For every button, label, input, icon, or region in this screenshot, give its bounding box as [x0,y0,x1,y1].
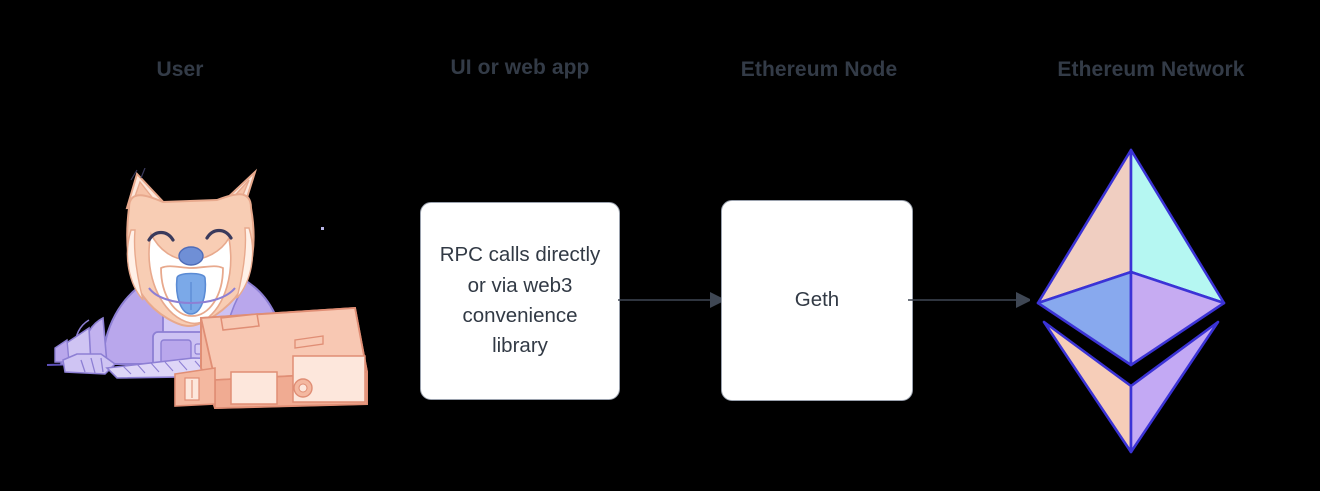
shiba-inu-astronaut-illustration [45,167,375,415]
node-box-webapp-line-2: or via web3 [467,273,573,297]
dog-head [125,167,258,328]
arrow-webapp-to-geth [618,286,726,319]
eth-facet-lower-right [1129,320,1220,454]
node-box-webapp-line-4: library [492,334,548,358]
node-box-geth-label: Geth [794,288,840,312]
node-box-geth[interactable]: Geth [721,200,913,401]
node-box-webapp[interactable]: RPC calls directly or via web3 convenien… [420,202,620,400]
column-title-ui-or-web-app: UI or web app [450,56,590,79]
eth-facet-mid-right [1129,270,1226,367]
column-title-user: User [156,58,204,81]
retro-computer [174,306,369,410]
node-box-webapp-line-1: RPC calls directly [439,243,601,267]
ethereum-diamond-logo [1026,140,1232,465]
node-box-webapp-line-3: convenience [462,304,578,327]
column-title-ethereum-network: Ethereum Network [1057,58,1245,81]
arrow-geth-to-network [908,286,1032,319]
decorative-speck [321,227,324,230]
node-box-webapp-label: RPC calls directly or via web3 convenien… [440,240,601,361]
column-title-ethereum-node: Ethereum Node [740,58,898,81]
